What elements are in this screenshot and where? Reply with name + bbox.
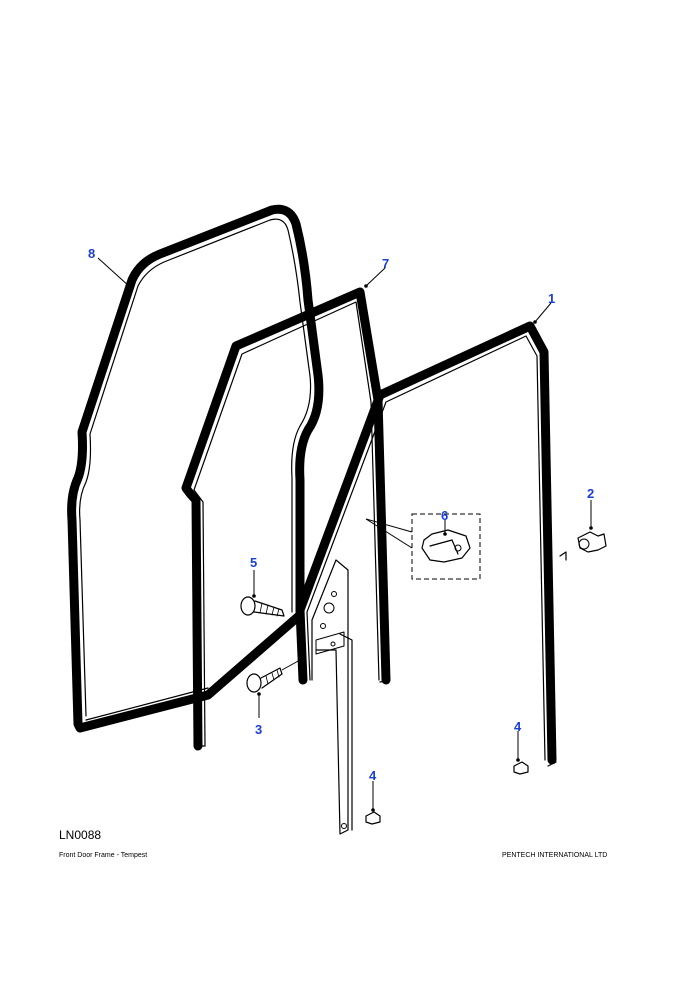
- part-5-screw: [240, 596, 285, 617]
- callout-6: 6: [441, 508, 448, 523]
- callout-8: 8: [88, 246, 95, 261]
- part-4-fastener-right: [513, 761, 529, 775]
- publisher-credit: PENTECH INTERNATIONAL LTD: [502, 852, 608, 859]
- diagram-reference-code: LN0088: [59, 828, 102, 842]
- part-7-glass-run-channel: [181, 287, 391, 751]
- callout-2: 2: [587, 486, 594, 501]
- part-6-clip-detail: [365, 513, 481, 580]
- callout-7: 7: [382, 256, 389, 271]
- part-1-door-window-frame: [295, 321, 567, 835]
- callout-5: 5: [250, 555, 257, 570]
- callout-1: 1: [548, 291, 555, 306]
- part-8-outer-door-seal: [67, 204, 324, 733]
- part-2-bolt: [577, 531, 607, 553]
- part-4-fastener-lower: [365, 811, 381, 825]
- callout-4-lower: 4: [369, 768, 377, 783]
- part-3-screw: [246, 659, 301, 693]
- leader-lines: [97, 257, 593, 812]
- diagram-caption: Front Door Frame - Tempest: [59, 852, 148, 859]
- callout-4-right: 4: [514, 719, 522, 734]
- callout-3: 3: [255, 722, 262, 737]
